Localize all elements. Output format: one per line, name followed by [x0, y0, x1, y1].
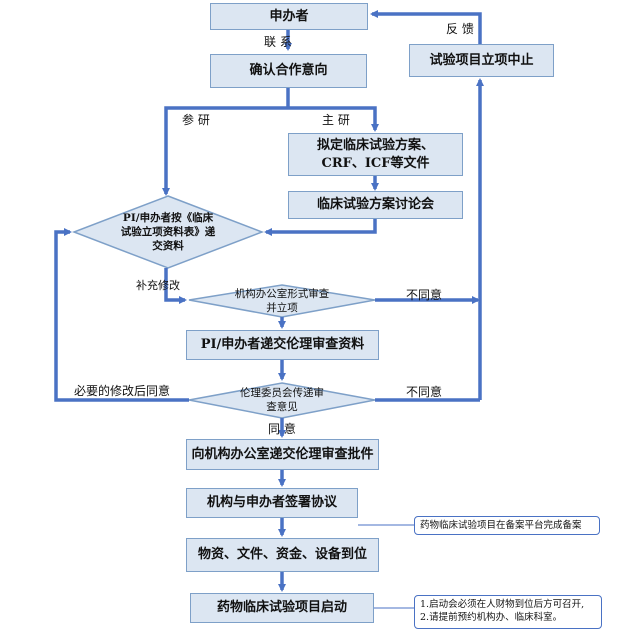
label-agree: 同 意	[268, 422, 296, 436]
node-draft: 拟定临床试验方案、CRF、ICF等文件	[288, 133, 463, 176]
node-confirm: 确认合作意向	[210, 54, 367, 88]
diamond-text-pi-submit: PI/申办者按《临床试验立项资料表》递交资料	[120, 212, 216, 252]
arrow-lead	[288, 106, 379, 132]
arrow-feedback	[370, 10, 482, 44]
node-launch: 药物临床试验项目启动	[190, 593, 374, 623]
arrow-discuss-pi	[264, 219, 377, 236]
arrow-participate	[162, 106, 288, 196]
node-discuss: 临床试验方案讨论会	[288, 191, 463, 219]
label-contact: 联 系	[264, 35, 292, 49]
label-supplement: 补充修改	[136, 279, 180, 292]
label-disagree-2: 不同意	[406, 385, 443, 399]
node-approval-submit: 向机构办公室递交伦理审查批件	[186, 439, 379, 470]
node-terminate: 试验项目立项中止	[409, 44, 554, 77]
label-lead: 主 研	[322, 113, 350, 127]
node-materials: 物资、文件、资金、设备到位	[186, 538, 379, 572]
label-disagree-1: 不同意	[406, 288, 443, 302]
note-filing: 药物临床试验项目在备案平台完成备案	[414, 516, 600, 535]
note-launch: 1.启动会必须在人财物到位后方可召开, 2.请提前预约机构办、临床科室。	[414, 595, 602, 629]
note-launch-line-2: 2.请提前预约机构办、临床科室。	[420, 612, 563, 623]
note-launch-line-1: 1.启动会必须在人财物到位后方可召开,	[420, 599, 585, 610]
node-sign: 机构与申办者签署协议	[186, 488, 358, 518]
diamond-pi-submit	[71, 195, 265, 269]
diamond-text-office-review: 机构办公室形式审查并立项	[234, 288, 330, 314]
node-sponsor: 申办者	[210, 3, 368, 30]
label-feedback: 反 馈	[446, 22, 474, 36]
label-participate: 参 研	[182, 113, 210, 127]
node-ethics-submit: PI/申办者递交伦理审查资料	[186, 330, 379, 360]
diamond-text-ethics-opinion: 伦理委员会传递审查意见	[240, 387, 324, 413]
arrow-pi-office	[164, 268, 187, 304]
note-filing-text: 药物临床试验项目在备案平台完成备案	[420, 520, 582, 531]
label-modify-agree: 必要的修改后同意	[74, 384, 171, 398]
arrow-modify-agree	[54, 228, 189, 402]
